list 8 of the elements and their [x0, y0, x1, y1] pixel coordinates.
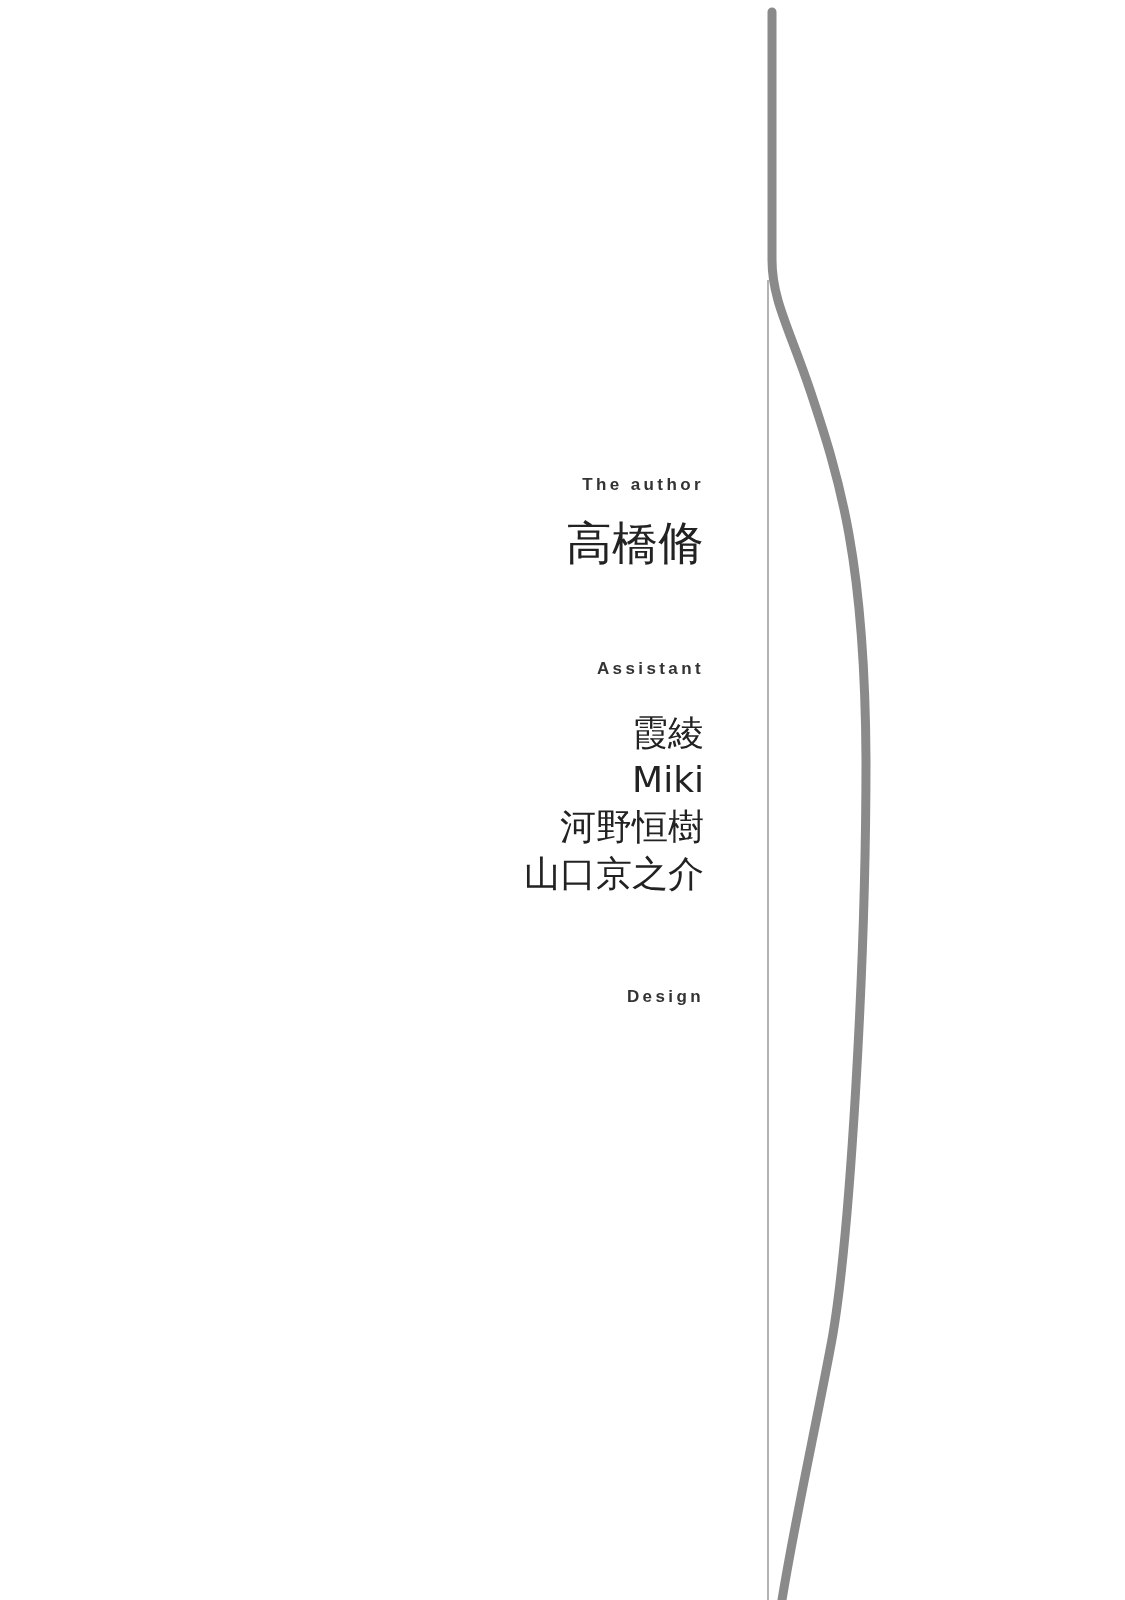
credit-name: 山口京之介 — [524, 852, 704, 896]
section-heading: The author — [582, 474, 704, 496]
section-heading: Design — [626, 986, 704, 1008]
credit-name: 高橋脩 — [566, 515, 704, 571]
section-heading: Assistant — [596, 658, 704, 680]
credit-name: Miki — [632, 758, 704, 802]
credit-name: 霞綾 — [632, 711, 704, 755]
credit-name: 河野恒樹 — [560, 805, 704, 849]
